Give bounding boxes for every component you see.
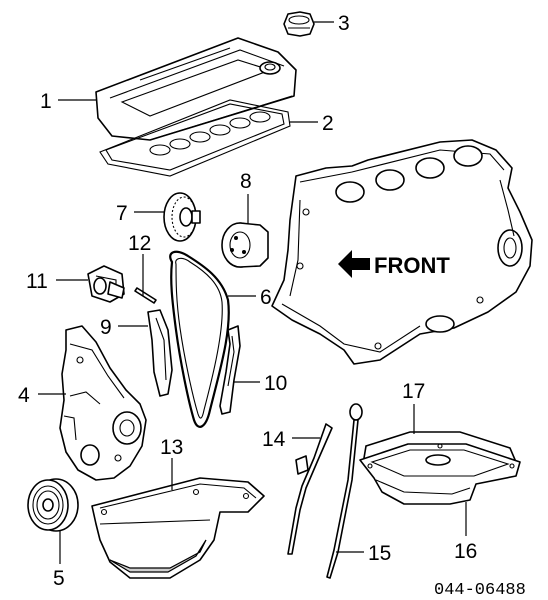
chain-tensioner-slipper [147, 309, 173, 397]
callout-6: 6 [260, 286, 272, 309]
oil-level-gauge [326, 403, 363, 579]
oil-pan-lower [359, 443, 521, 505]
callout-13: 13 [160, 436, 183, 459]
callout-14: 14 [262, 428, 286, 451]
callout-2: 2 [322, 112, 334, 135]
callout-4: 4 [18, 384, 30, 407]
callout-numbers: 1 2 3 4 5 6 7 8 9 10 11 12 13 14 15 16 1… [18, 12, 477, 590]
chain-vibration-damper [219, 325, 241, 415]
cylinder-block [271, 139, 533, 365]
tensioner-pin [134, 287, 157, 304]
callout-8: 8 [240, 170, 252, 193]
chain-tensioner [87, 265, 125, 303]
front-label: FRONT [374, 253, 450, 278]
callout-16: 16 [454, 540, 477, 563]
cylinder-head-cover [95, 37, 297, 141]
intake-camshaft-timing-gear [221, 222, 269, 268]
timing-chain [169, 250, 230, 428]
oil-pan-upper [91, 477, 265, 579]
oil-filler-cap [283, 11, 315, 37]
leader-lines [38, 21, 467, 564]
crankshaft-pulley [27, 478, 79, 532]
callout-11: 11 [26, 270, 48, 293]
callout-5: 5 [53, 567, 65, 590]
callout-15: 15 [368, 542, 391, 565]
exhaust-camshaft-sprocket [163, 192, 201, 242]
oil-level-gauge-guide [287, 423, 333, 555]
head-cover-gasket [99, 99, 291, 177]
callout-3: 3 [338, 12, 350, 35]
callout-9: 9 [100, 316, 112, 339]
callout-1: 1 [40, 90, 52, 113]
callout-17: 17 [402, 380, 425, 403]
callout-7: 7 [116, 202, 128, 225]
timing-chain-cover [59, 325, 147, 481]
callout-12: 12 [128, 232, 151, 255]
callout-10: 10 [264, 372, 287, 395]
reference-code: 044-06488 [434, 581, 526, 600]
